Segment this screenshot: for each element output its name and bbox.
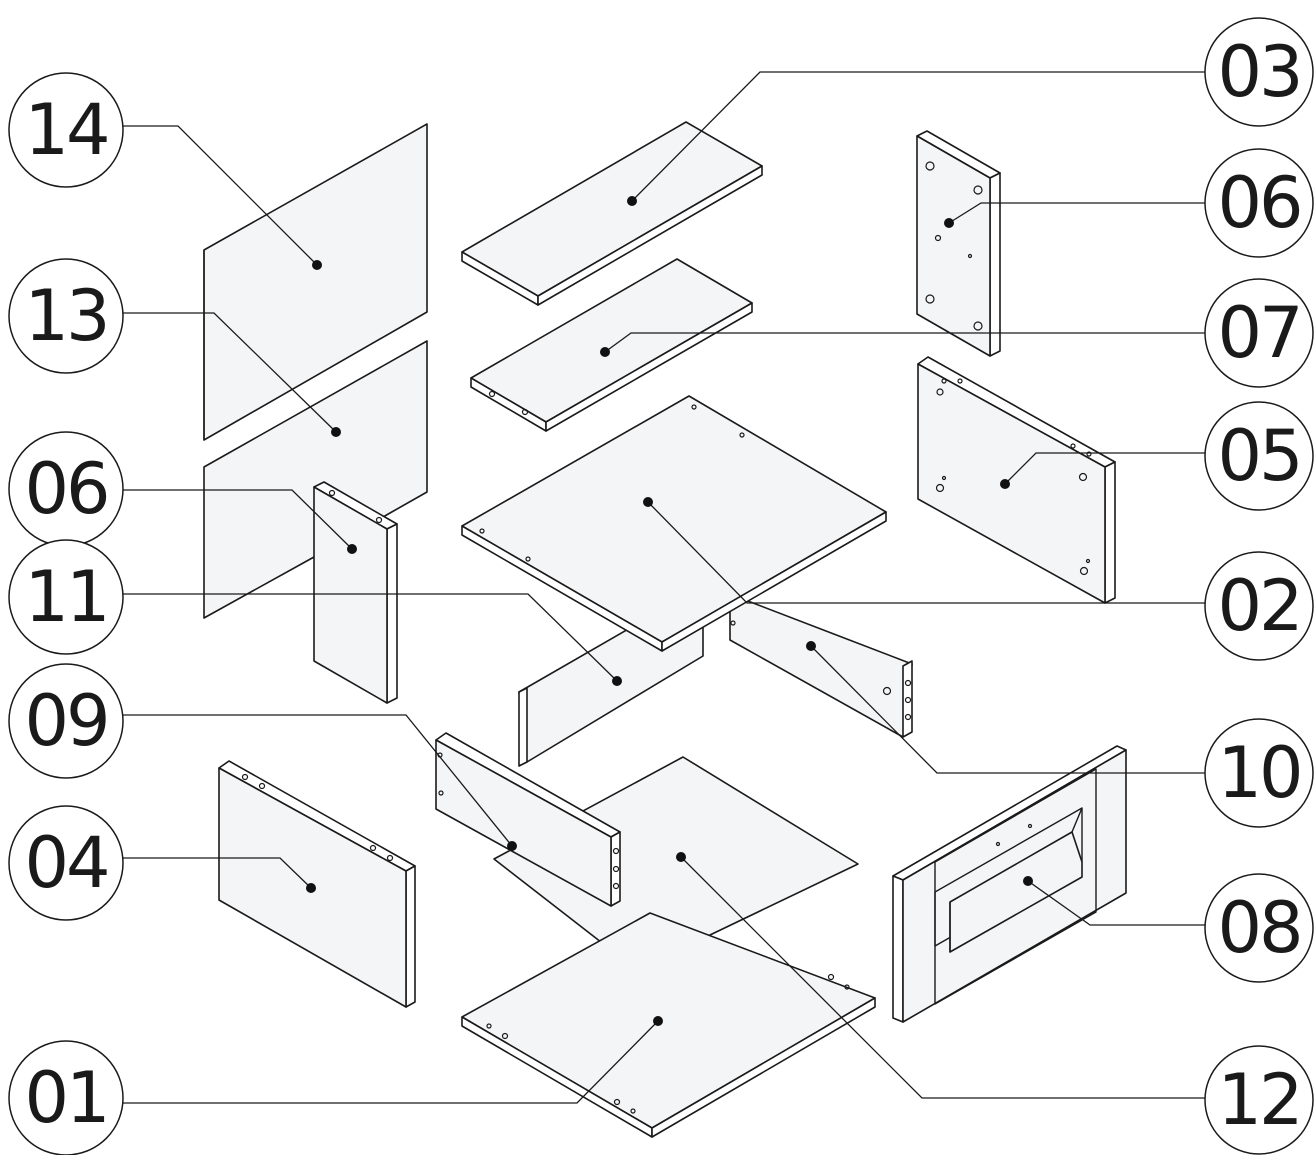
label-07-text: 07 <box>1217 292 1300 374</box>
label-14-text: 14 <box>24 89 107 171</box>
part-09-rail <box>435 732 621 907</box>
label-04-text: 04 <box>24 822 107 904</box>
label-02-text: 02 <box>1217 565 1300 647</box>
part-07-shelf <box>470 258 753 432</box>
label-09-text: 09 <box>24 680 107 762</box>
part-03-top-board <box>461 121 763 306</box>
part-06-left-divider <box>313 481 398 704</box>
part-13-back-panel-lower <box>203 340 428 619</box>
label-14: 14 <box>8 72 124 188</box>
label-06-left-text: 06 <box>24 448 107 530</box>
label-10: 10 <box>1204 718 1314 828</box>
label-10-text: 10 <box>1217 732 1300 814</box>
part-06-right-panel <box>916 130 1001 357</box>
part-08-drawer-front <box>892 745 1127 1023</box>
label-07: 07 <box>1204 278 1314 388</box>
label-12-text: 12 <box>1217 1059 1300 1141</box>
label-06-right: 06 <box>1204 148 1314 258</box>
label-01: 01 <box>8 1040 124 1155</box>
label-03: 03 <box>1204 17 1314 127</box>
leader-dots <box>306 196 1033 1026</box>
part-02-middle-board <box>461 395 887 652</box>
label-12: 12 <box>1204 1045 1314 1155</box>
label-11: 11 <box>8 539 124 655</box>
part-12-thin-bottom-panel <box>493 756 859 971</box>
label-06-left: 06 <box>8 431 124 547</box>
label-05: 05 <box>1204 401 1314 511</box>
leader-lines <box>122 71 1206 1104</box>
label-06-right-text: 06 <box>1217 162 1300 244</box>
label-11-text: 11 <box>24 556 107 638</box>
part-05-side-panel <box>917 356 1116 604</box>
part-10-rail <box>729 597 913 738</box>
label-09: 09 <box>8 663 124 779</box>
label-08: 08 <box>1204 873 1314 983</box>
label-13-text: 13 <box>24 275 107 357</box>
part-14-back-panel-upper <box>203 123 428 441</box>
label-08-text: 08 <box>1217 887 1300 969</box>
label-05-text: 05 <box>1217 415 1300 497</box>
label-01-text: 01 <box>24 1057 107 1139</box>
label-02: 02 <box>1204 551 1314 661</box>
label-04: 04 <box>8 805 124 921</box>
label-13: 13 <box>8 258 124 374</box>
label-03-text: 03 <box>1217 31 1300 113</box>
part-01-bottom-board <box>461 912 876 1138</box>
part-04-side-panel <box>218 760 416 1008</box>
